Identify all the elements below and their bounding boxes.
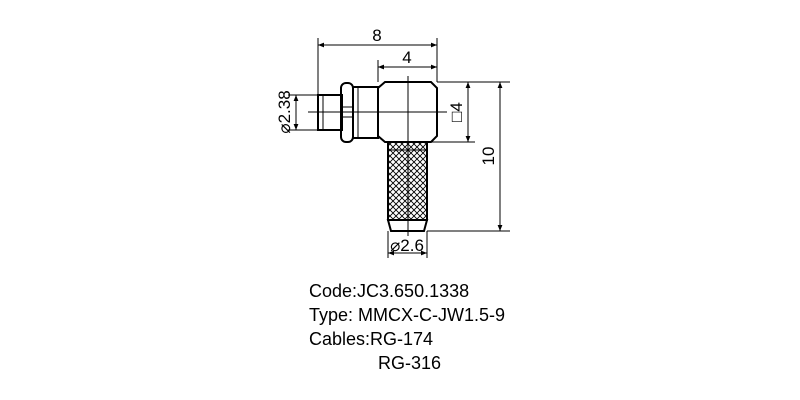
dim-label-4: 4 — [402, 48, 411, 67]
crimp-tip — [386, 219, 429, 232]
dim-label-pin-dia: ⌀2.38 — [275, 90, 294, 133]
spec-cables: Cables:RG-174 — [309, 329, 434, 349]
dim-label-8: 8 — [372, 26, 381, 45]
dim-label-10: 10 — [479, 147, 498, 166]
dim-label-square: □4 — [447, 102, 466, 122]
spec-code: Code:JC3.650.1338 — [309, 281, 470, 301]
dim-label-cable-dia: ⌀2.6 — [390, 236, 424, 255]
spec-type: Type: MMCX-C-JW1.5-9 — [309, 305, 506, 325]
spec-cables-extra: RG-316 — [378, 353, 442, 373]
